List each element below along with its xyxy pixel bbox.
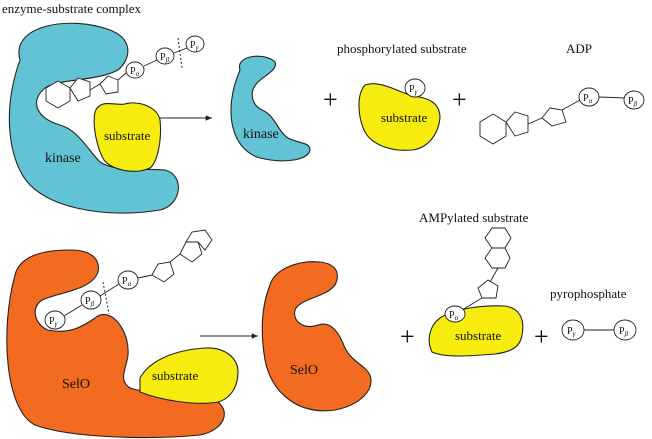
- atp-molecule-top: [45, 35, 205, 109]
- ampylated-substrate-title: AMPylated substrate: [419, 210, 529, 225]
- adp-title: ADP: [566, 41, 592, 56]
- adp-molecule: [479, 87, 645, 145]
- amp-molecule: [461, 227, 512, 311]
- selo-label-complex: SelO: [62, 377, 90, 392]
- p-gamma-ppi: Pγ: [567, 326, 576, 338]
- p-beta-ppi: Pβ: [619, 326, 629, 338]
- p-gamma-on-substrate: [404, 78, 426, 98]
- pyrophosphate-molecule: [561, 319, 637, 341]
- p-gamma-product: Pγ: [409, 84, 418, 96]
- phosphorylated-substrate-title: phosphorylated substrate: [337, 41, 467, 56]
- substrate-label-complex: substrate: [104, 128, 150, 143]
- phosphorylated-substrate-shape: [358, 83, 441, 151]
- p-gamma-top: Pγ: [190, 40, 199, 52]
- selo-label-free: SelO: [290, 363, 318, 378]
- complex-title: enzyme-substrate complex: [2, 1, 141, 16]
- substrate-complex-bottom: [139, 347, 239, 404]
- substrate-complex-shape: [93, 102, 162, 172]
- p-alpha-ampylated: Pα: [449, 310, 459, 322]
- kinase-label-free: kinase: [243, 127, 279, 142]
- p-beta-top: Pβ: [160, 52, 170, 64]
- kinase-free-shape: [230, 55, 311, 162]
- p-alpha-adp: Pα: [583, 93, 593, 105]
- p-alpha-bottom: Pα: [122, 276, 132, 288]
- selo-free-shape: [261, 261, 372, 412]
- selo-complex-shape: [6, 249, 225, 439]
- p-beta-bottom: Pβ: [85, 296, 95, 308]
- kinase-label-complex: kinase: [45, 151, 81, 166]
- pyrophosphate-title: pyrophosphate: [550, 286, 627, 301]
- plus-top-2: +: [452, 85, 467, 114]
- p-alpha-on-substrate: [444, 305, 466, 323]
- substrate-label-phos: substrate: [381, 110, 427, 125]
- plus-bottom-1: +: [400, 322, 415, 351]
- kinase-complex-shape: [8, 22, 179, 214]
- p-alpha-top: Pα: [130, 66, 140, 78]
- substrate-label-amp: substrate: [455, 328, 501, 343]
- p-gamma-bottom: Pγ: [49, 316, 58, 328]
- p-beta-adp: Pβ: [628, 96, 638, 108]
- plus-bottom-2: +: [534, 322, 549, 351]
- atp-molecule-bottom: [44, 229, 213, 330]
- plus-top-1: +: [323, 85, 338, 114]
- substrate-label-complex-bottom: substrate: [152, 368, 198, 383]
